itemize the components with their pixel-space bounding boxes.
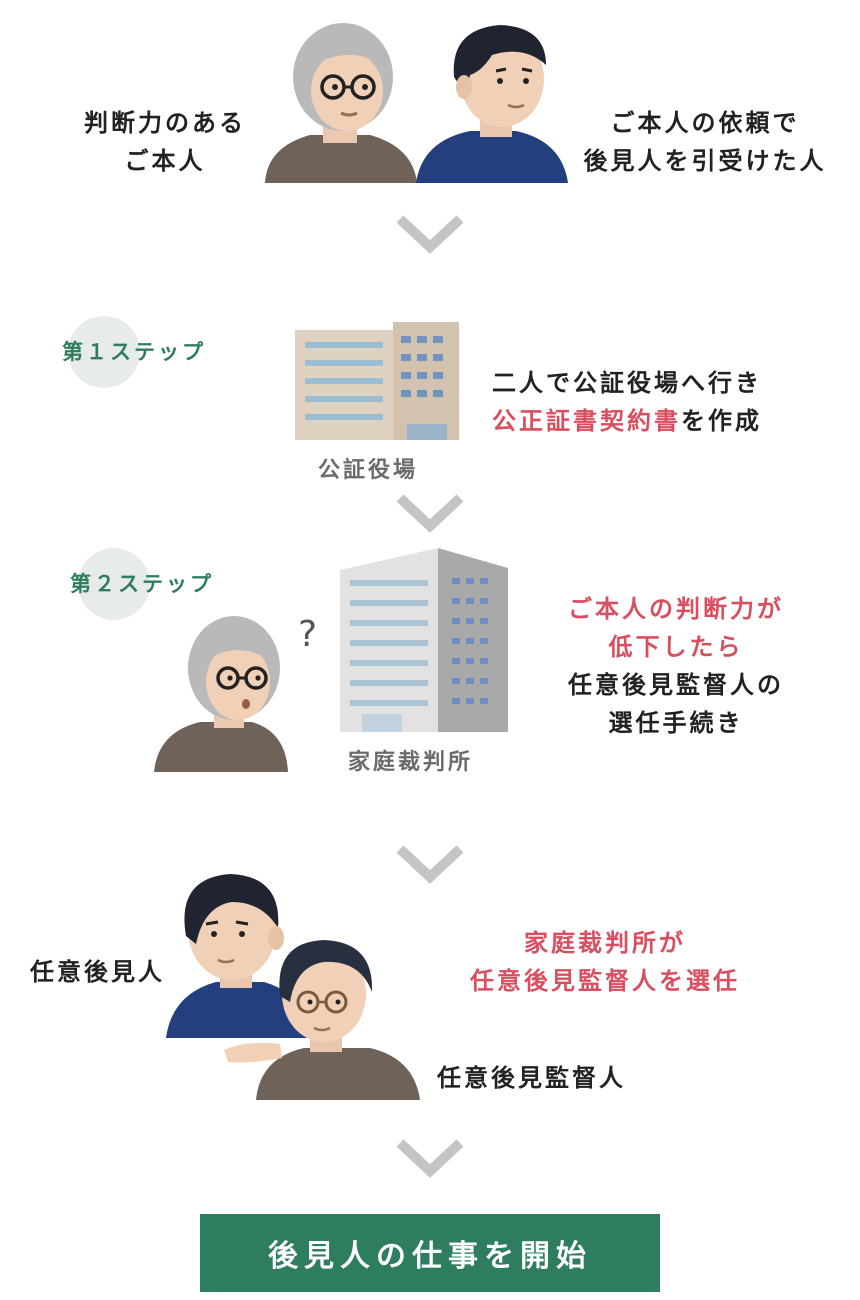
step1-label: 第１ステップ [62, 340, 206, 364]
notarial-deed-highlight: 公正証書契約書 [492, 407, 681, 435]
voluntary-guardian-illustration [166, 874, 312, 1038]
chevron-down-icon [396, 215, 464, 254]
notary-office-building-icon [295, 322, 459, 440]
family-court-caption: 家庭裁判所 [348, 750, 474, 775]
guardian-supervisor-label: 任意後見監督人 [437, 1064, 626, 1092]
step2-line3: 任意後見監督人の [568, 671, 784, 699]
principal-label-line2: ご本人 [124, 147, 206, 175]
section4-red-description: 家庭裁判所が 任意後見監督人を選任 [430, 924, 780, 1000]
step2-red-line1: ご本人の判断力が [568, 595, 784, 623]
principal-label: 判断力のある ご本人 [60, 104, 270, 180]
chevron-down-icon [396, 845, 464, 884]
principal-label-line1: 判断力のある [84, 109, 246, 137]
notary-office-caption: 公証役場 [318, 458, 419, 483]
step2-description: ご本人の判断力が 低下したら 任意後見監督人の 選任手続き [526, 590, 826, 742]
section4-red-line2: 任意後見監督人を選任 [470, 967, 740, 995]
section4-red-line1: 家庭裁判所が [524, 929, 686, 957]
step1-description-line2-rest: を作成 [681, 407, 762, 435]
step1-description-line2: 公正証書契約書を作成 [492, 402, 762, 440]
chevron-down-icon [396, 1139, 464, 1178]
family-court-building-icon [340, 548, 508, 732]
step1-description-line1: 二人で公証役場へ行き [492, 369, 762, 397]
step1-description: 二人で公証役場へ行き 公正証書契約書を作成 [492, 364, 762, 440]
guardian-label-line1: ご本人の依頼で [610, 109, 800, 137]
step1-circle [68, 316, 140, 388]
question-mark: ? [298, 614, 318, 655]
start-guardian-work-banner: 後見人の仕事を開始 [200, 1214, 660, 1292]
guardian-label-line2: 後見人を引受けた人 [583, 147, 827, 175]
young-man-illustration [416, 25, 568, 183]
voluntary-guardian-label: 任意後見人 [30, 958, 165, 986]
step2-circle [78, 548, 150, 620]
chevron-down-icon [396, 494, 464, 533]
confused-elderly-woman-illustration [154, 616, 288, 772]
guardian-supervisor-illustration [224, 940, 420, 1100]
step2-red-line2: 低下したら [608, 633, 744, 661]
step2-label: 第２ステップ [70, 572, 214, 596]
step2-line4: 選任手続き [608, 709, 744, 737]
elderly-woman-illustration [265, 23, 417, 183]
guardian-label: ご本人の依頼で 後見人を引受けた人 [560, 104, 850, 180]
